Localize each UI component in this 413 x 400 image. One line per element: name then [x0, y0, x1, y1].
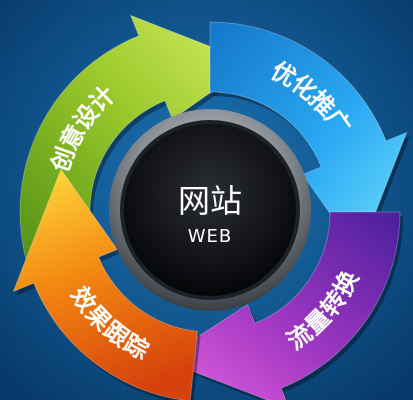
segment-arrow-traffic — [160, 211, 401, 400]
hub-disc — [124, 124, 296, 296]
arrows-layer — [12, 14, 410, 400]
hub-subtitle: WEB — [188, 226, 233, 247]
hub-title: 网站 — [178, 182, 242, 220]
segment-arrow-optimization — [209, 21, 408, 256]
segment-arrow-tracking — [12, 168, 199, 400]
center-hub: 网站 WEB — [109, 109, 311, 311]
